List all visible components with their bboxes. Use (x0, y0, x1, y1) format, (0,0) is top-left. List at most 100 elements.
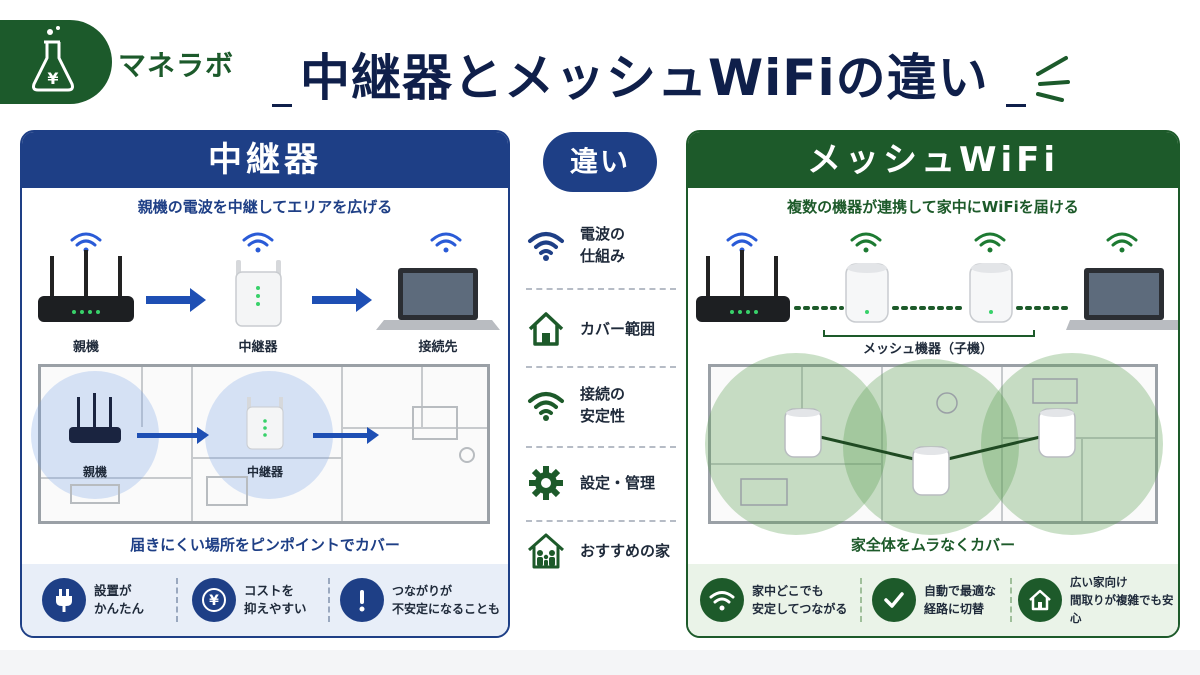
sofa-shape (70, 484, 120, 504)
wifi-icon (1106, 232, 1138, 247)
page-title: 中継器とメッシュWiFiの違い (300, 49, 989, 107)
gear-icon (524, 461, 568, 505)
mesh-node-icon (845, 263, 889, 323)
repeater-label: 中継器 (238, 340, 278, 355)
feature-stable-everywhere: 家中どこでも 安定してつながる (700, 574, 847, 626)
feature-auto-route: 自動で最適な 経路に切替 (872, 574, 996, 626)
compare-signal-mechanism: 電波の 仕組み (524, 214, 680, 276)
compare-coverage: カバー範囲 (524, 298, 680, 360)
repeater-heading: 中継器 (22, 132, 508, 188)
plan-repeater-label: 中継器 (246, 465, 283, 479)
arrow-icon (146, 288, 206, 312)
feature-divider (1010, 578, 1012, 622)
mesh-bracket (823, 330, 1035, 337)
feature-text: つながりが 不安定になることも (392, 584, 501, 616)
feature-low-cost: ¥ コストを 抑えやすい (192, 574, 307, 626)
mesh-node-icon (912, 446, 950, 496)
feature-easy-setup: 設置が かんたん (42, 574, 144, 626)
laptop-icon (1066, 268, 1178, 330)
mesh-panel: メッシュWiFi 複数の機器が連携して家中にWiFiを届ける (686, 130, 1180, 638)
mesh-link (930, 431, 1058, 465)
feature-divider (860, 578, 862, 622)
wifi-icon (524, 223, 568, 267)
kitchen-shape (206, 476, 248, 506)
title-underline-left (272, 104, 292, 107)
router-icon (38, 250, 134, 322)
mesh-floor-plan (705, 353, 1163, 535)
feature-text: 広い家向け 間取りが複雑でも安心 (1070, 575, 1174, 625)
wifi-icon (524, 383, 568, 427)
router-label: 親機 (72, 340, 99, 355)
repeater-plan-diagram (69, 393, 475, 506)
mesh-heading: メッシュWiFi (688, 132, 1178, 188)
repeater-panel: 中継器 親機の電波を中継してエリアを広げる (20, 130, 510, 638)
compare-divider (526, 446, 676, 448)
repeater-icon (246, 397, 284, 450)
bed-shape (412, 406, 458, 440)
compare-recommended-home: おすすめの家 (524, 520, 680, 582)
wifi-icon (700, 578, 744, 622)
wifi-icon (850, 232, 882, 247)
sparkle-icon (1036, 56, 1070, 102)
bed-shape (740, 478, 788, 506)
plan-router-label: 親機 (82, 465, 107, 479)
svg-text:¥: ¥ (209, 593, 219, 609)
repeater-caption: 届きにくい場所をピンポイントでカバー (130, 536, 400, 554)
mesh-node-icon (784, 408, 822, 458)
repeater-subtitle: 親機の電波を中継してエリアを広げる (137, 198, 393, 216)
repeater-icon (235, 260, 282, 327)
feature-divider (328, 578, 330, 622)
logo-tab: ¥ (0, 20, 112, 104)
feature-divider (176, 578, 178, 622)
compare-divider (526, 288, 676, 290)
mesh-node-label: メッシュ機器（子機） (862, 342, 993, 357)
compare-label: カバー範囲 (580, 320, 656, 338)
feature-text: コストを 抑えやすい (244, 583, 307, 616)
family-icon (524, 529, 568, 573)
compare-label: おすすめの家 (580, 542, 671, 560)
flask-yen-icon: ¥ (32, 26, 74, 92)
mesh-features: 家中どこでも 安定してつながる 自動で最適な 経路に切替 広い家向け 間取りが複… (688, 564, 1178, 636)
feature-text: 家中どこでも 安定してつながる (752, 584, 848, 616)
house-icon (524, 307, 568, 351)
bottom-band (0, 650, 1200, 675)
mesh-caption: 家全体をムラなくカバー (850, 536, 1016, 554)
arrow-icon (137, 427, 209, 444)
house-icon (1018, 578, 1062, 622)
laptop-icon (376, 268, 500, 330)
arrow-icon (312, 288, 372, 312)
wifi-icon (70, 232, 102, 247)
compare-setup-management: 設定・管理 (524, 452, 680, 514)
compare-label: 設定・管理 (580, 474, 656, 492)
mesh-plan-diagram (740, 378, 1078, 506)
mesh-link (802, 431, 932, 465)
router-icon (69, 393, 121, 443)
title-underline-right (1006, 104, 1026, 107)
repeater-floor-plan: 親機 中継器 (31, 364, 490, 524)
compare-divider (526, 366, 676, 368)
mesh-subtitle: 複数の機器が連携して家中にWiFiを届ける (787, 198, 1079, 216)
compare-stability: 接続の 安定性 (524, 374, 680, 436)
laptop-label: 接続先 (418, 340, 458, 355)
compare-label: 接続の 安定性 (580, 385, 626, 425)
exclamation-icon (340, 578, 384, 622)
svg-text:¥: ¥ (47, 69, 58, 88)
router-icon (696, 250, 790, 322)
arrow-icon (313, 427, 379, 444)
feature-text: 設置が かんたん (94, 583, 145, 616)
plant-shape (459, 447, 475, 463)
wifi-icon (430, 232, 462, 247)
compare-divider (526, 520, 676, 522)
mesh-node-icon (969, 263, 1013, 323)
wifi-icon (726, 232, 758, 247)
feature-large-home: 広い家向け 間取りが複雑でも安心 (1018, 574, 1178, 626)
yen-icon: ¥ (192, 578, 236, 622)
feature-unstable: つながりが 不安定になることも (340, 574, 500, 626)
check-icon (872, 578, 916, 622)
repeater-features: 設置が かんたん ¥ コストを 抑えやすい つながりが 不安定になることも (22, 564, 508, 636)
compare-label: 電波の 仕組み (580, 225, 626, 265)
plug-icon (42, 578, 86, 622)
mesh-node-icon (1038, 408, 1076, 458)
table-shape (936, 392, 958, 414)
mesh-device-row (696, 232, 1178, 337)
